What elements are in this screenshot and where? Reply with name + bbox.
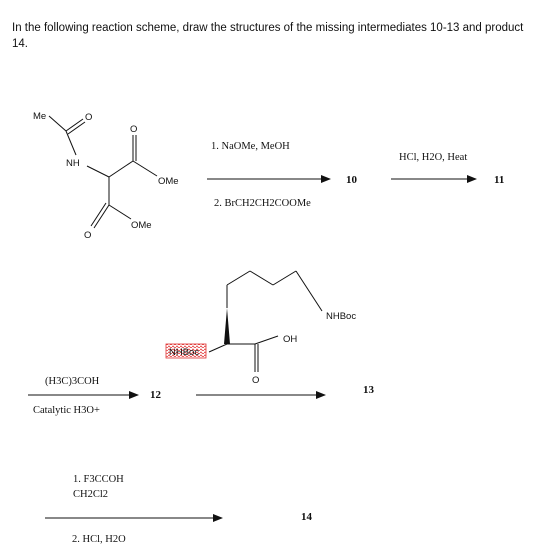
reaction-step-5: 1. F3CCOH CH2Cl2 2. HCl, H2O 14 <box>45 474 313 545</box>
compound-12-label: 12 <box>150 389 162 401</box>
wedge-bond <box>224 308 230 344</box>
acetyl-oxygen-label: O <box>85 112 92 123</box>
step1-reagent-2: 2. BrCH2CH2COOMe <box>214 198 311 209</box>
step5-reagent-1: 1. F3CCOH <box>73 474 124 485</box>
nhboc-left-highlight <box>165 343 207 359</box>
methyl-label: Me <box>33 111 46 122</box>
boc-amino-acid-structure: NHBoc NHBoc OH O <box>165 270 356 386</box>
hydroxyl-label: OH <box>283 334 297 345</box>
starting-material-structure: Me O NH O OMe OMe O <box>33 111 179 241</box>
carbonyl-oxygen-label: O <box>252 375 259 386</box>
step3-reagent-top: (H3C)3COH <box>45 376 100 387</box>
compound-14-label: 14 <box>301 511 313 523</box>
step3-reagent-bottom: Catalytic H3O+ <box>33 405 100 416</box>
compound-13-label: 13 <box>363 384 375 396</box>
ome-top-label: OMe <box>158 176 179 187</box>
question-text: In the following reaction scheme, draw t… <box>12 22 524 50</box>
compound-11-label: 11 <box>494 174 504 186</box>
step1-reagent-1: 1. NaOMe, MeOH <box>211 141 290 152</box>
nhboc-right-label: NHBoc <box>326 311 356 322</box>
ester-oxygen-top-label: O <box>130 124 137 135</box>
step2-reagent: HCl, H2O, Heat <box>399 152 467 163</box>
step5-reagent-3: 2. HCl, H2O <box>72 534 126 545</box>
reaction-step-1: 1. NaOMe, MeOH 2. BrCH2CH2COOMe 10 <box>207 141 358 209</box>
ome-bottom-label: OMe <box>131 220 152 231</box>
nhboc-left-label: NHBoc <box>169 347 199 358</box>
step5-reagent-2: CH2Cl2 <box>73 489 108 500</box>
nh-label: NH <box>66 158 80 169</box>
reaction-step-4: 13 <box>196 384 375 399</box>
reaction-step-3: (H3C)3COH Catalytic H3O+ 12 <box>28 376 162 416</box>
ester-oxygen-bottom-label: O <box>84 230 91 241</box>
compound-10-label: 10 <box>346 174 358 186</box>
reaction-step-2: HCl, H2O, Heat 11 <box>391 152 504 186</box>
